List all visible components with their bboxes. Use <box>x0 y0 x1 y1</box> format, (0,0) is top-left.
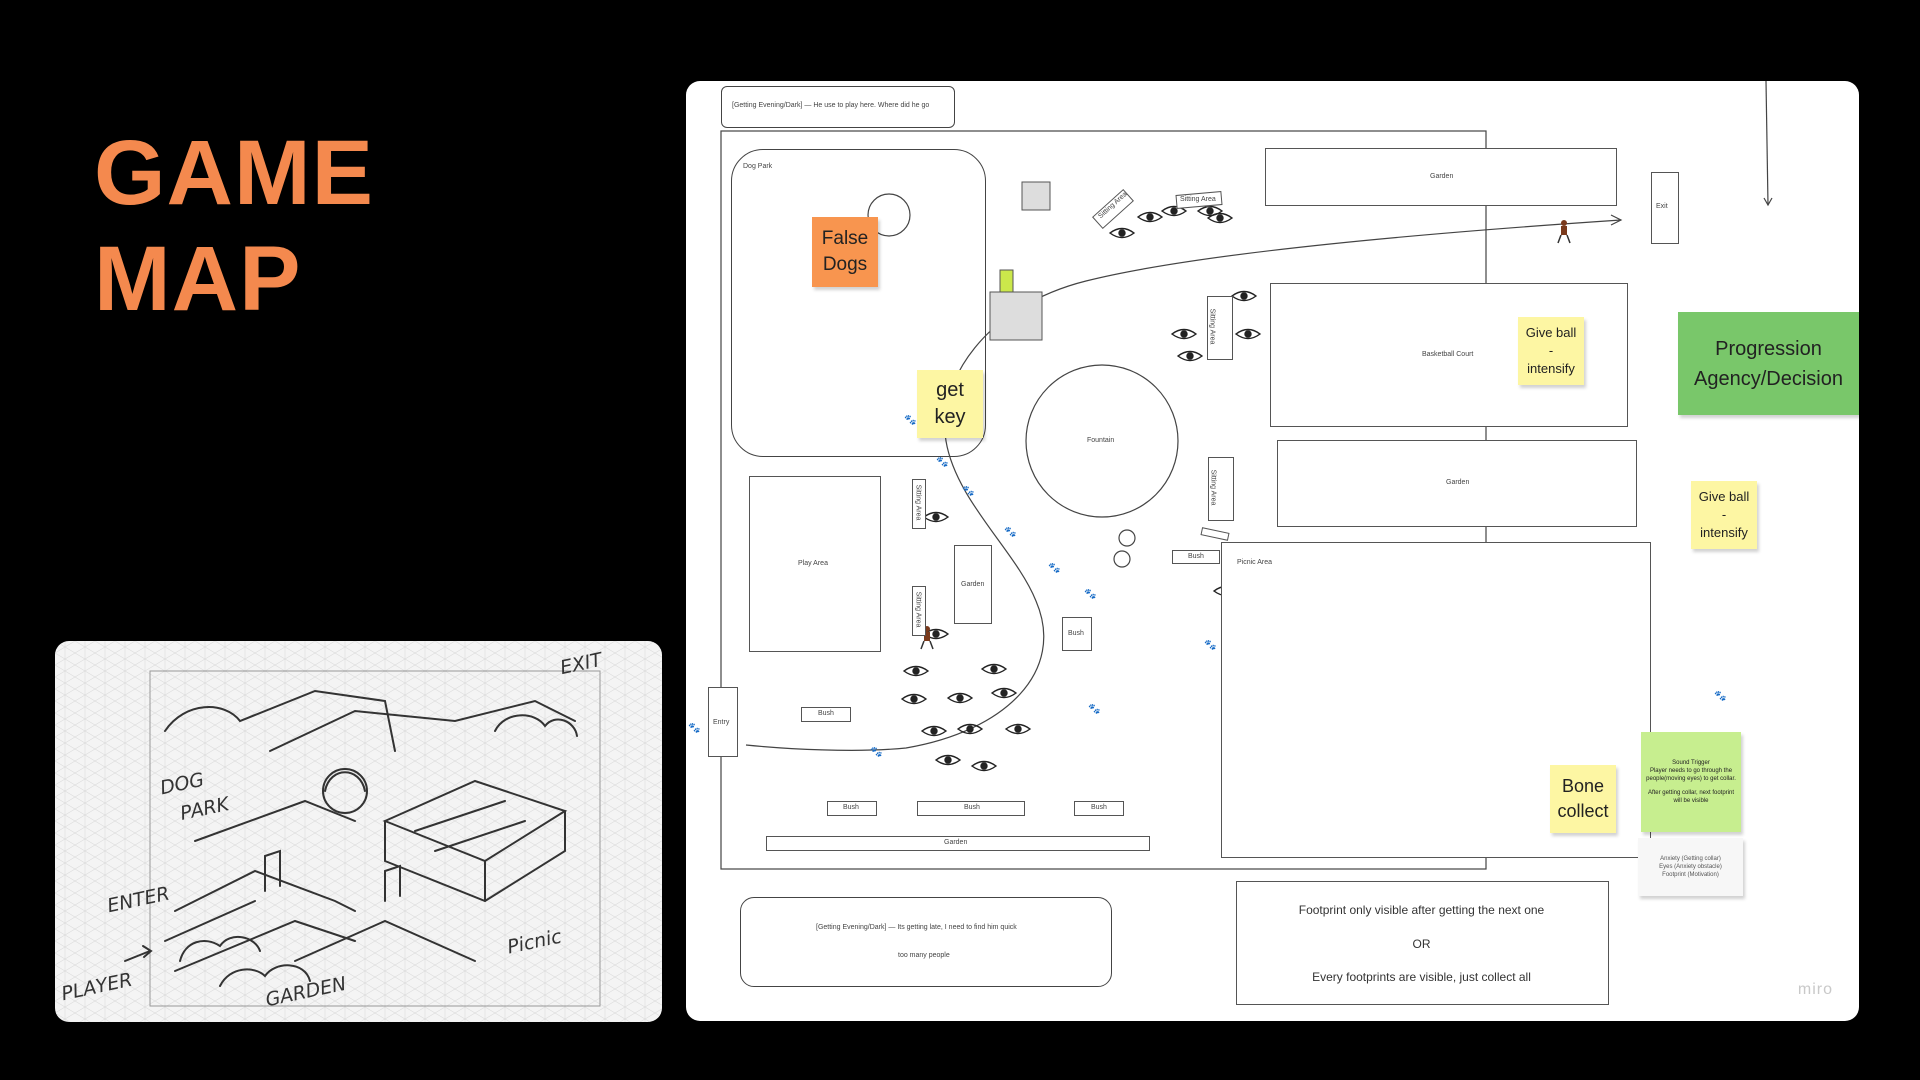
svg-text:🐾: 🐾 <box>1714 690 1726 702</box>
basketball-court-label: Basketball Court <box>1422 351 1474 358</box>
garden-bottom-label: Garden <box>944 839 968 846</box>
play-area-label: Play Area <box>798 560 828 567</box>
bush-4-label: Bush <box>843 804 859 811</box>
bottom-caption: [Getting Evening/Dark] — Its getting lat… <box>816 924 1017 931</box>
footprint-option-2: Every footprints are visible, just colle… <box>1312 970 1531 984</box>
garden-mid-zone <box>1277 440 1637 527</box>
note-give-ball-2[interactable]: Give ball - intensify <box>1691 481 1757 549</box>
note-get-key-line2: key <box>934 406 966 428</box>
note-give-ball-2-line2: - <box>1721 507 1727 522</box>
miro-watermark: miro <box>1797 981 1833 998</box>
sitting-area-5 <box>912 479 926 529</box>
svg-text:🐾: 🐾 <box>1088 703 1100 715</box>
svg-text:🐾: 🐾 <box>688 722 700 734</box>
svg-text:🐾: 🐾 <box>1084 588 1096 600</box>
note-give-ball-1-line1: Give ball <box>1525 325 1577 340</box>
garden-top-label: Garden <box>1430 173 1454 180</box>
bush-6 <box>1074 801 1124 816</box>
svg-text:🐾: 🐾 <box>1048 562 1060 574</box>
bush-5 <box>917 801 1025 816</box>
svg-text:🐾: 🐾 <box>870 746 882 758</box>
garden-small-zone <box>954 545 992 624</box>
sitting-area-3-label: Sitting Area <box>1208 308 1216 345</box>
svg-text:🐾: 🐾 <box>936 456 948 468</box>
note-bone-collect-line2: collect <box>1557 801 1609 821</box>
bottom-caption-2: too many people <box>898 952 950 959</box>
sitting-area-6 <box>912 586 926 636</box>
note-give-ball-2-line1: Give ball <box>1698 489 1750 504</box>
top-caption-box <box>721 86 955 128</box>
svg-text:🐾: 🐾 <box>1204 639 1216 651</box>
bush-4 <box>827 801 877 816</box>
bush-3-label: Bush <box>818 710 834 717</box>
footprint-option-or: OR <box>1412 937 1431 951</box>
note-legend-line3: Footprint (Motivation) <box>1662 872 1719 878</box>
garden-top-zone <box>1265 148 1617 206</box>
entry-zone <box>708 687 738 757</box>
svg-text:🐾: 🐾 <box>962 485 974 497</box>
garden-mid-label: Garden <box>1446 479 1470 486</box>
sitting-area-6-label: Sitting Area <box>914 591 922 628</box>
note-bone-collect-line1: Bone <box>1561 776 1605 796</box>
note-bone-collect[interactable]: Bone collect <box>1550 765 1616 833</box>
dog-park-zone <box>731 149 986 457</box>
bush-2 <box>1062 617 1092 651</box>
bush-1 <box>1172 550 1220 564</box>
bush-2-label: Bush <box>1068 630 1084 637</box>
picnic-area-zone <box>1221 542 1651 858</box>
note-progression-line2: Agency/Decision <box>1694 367 1843 390</box>
note-false-dogs[interactable]: False Dogs <box>812 217 878 287</box>
isometric-sketch-card: DOG PARK EXIT ENTER PLAYER GARDEN Picnic <box>55 641 662 1022</box>
note-give-ball-2-line3: intensify <box>1700 525 1748 540</box>
garden-small-label: Garden <box>961 581 985 588</box>
note-sound-trigger[interactable]: Sound Trigger Player needs to go through… <box>1641 732 1741 832</box>
note-give-ball-1-line3: intensify <box>1527 361 1575 376</box>
sitting-area-5-label: Sitting Area <box>914 484 922 521</box>
bush-6-label: Bush <box>1091 804 1107 811</box>
note-get-key-line1: get <box>936 379 964 401</box>
bush-5-label: Bush <box>964 804 980 811</box>
slide-title: GAME MAP <box>94 120 374 332</box>
sitting-area-4-label: Sitting Area <box>1209 469 1217 506</box>
bush-1-label: Bush <box>1188 553 1204 560</box>
note-legend-line2: Eyes (Anxiety obstacle) <box>1659 864 1722 870</box>
note-legend-line1: Anxiety (Getting collar) <box>1660 856 1721 862</box>
footprint-options-box <box>1236 881 1609 1005</box>
note-progression[interactable]: Progression Agency/Decision <box>1678 312 1859 415</box>
play-area-zone <box>749 476 881 652</box>
garden-bottom-zone <box>766 836 1150 851</box>
title-line-1: GAME <box>94 122 374 224</box>
footprint-option-1: Footprint only visible after getting the… <box>1298 903 1545 917</box>
isometric-sketch <box>55 641 662 1022</box>
sitting-area-4 <box>1208 457 1234 521</box>
fountain-label: Fountain <box>1087 437 1115 444</box>
sitting-area-2-label: Sitting Area <box>1180 196 1216 203</box>
note-get-key[interactable]: get key <box>917 370 983 438</box>
note-sound-trigger-line2: Player needs to go through the people(mo… <box>1646 768 1736 782</box>
note-sound-trigger-line3: After getting collar, next footprint wil… <box>1647 790 1735 804</box>
dog-park-label: Dog Park <box>743 163 773 170</box>
exit-zone <box>1651 172 1679 244</box>
entry-label: Entry <box>713 719 730 726</box>
svg-text:🐾: 🐾 <box>1004 526 1016 538</box>
note-give-ball-1[interactable]: Give ball - intensify <box>1518 317 1584 385</box>
svg-text:🐾: 🐾 <box>904 414 916 426</box>
note-false-dogs-line2: Dogs <box>822 254 868 275</box>
sitting-area-3 <box>1207 296 1233 360</box>
note-progression-line1: Progression <box>1715 337 1822 360</box>
top-caption: [Getting Evening/Dark] — He use to play … <box>732 102 930 109</box>
bottom-caption-box <box>740 897 1112 987</box>
title-line-2: MAP <box>94 228 302 330</box>
note-sound-trigger-line1: Sound Trigger <box>1672 760 1710 766</box>
picnic-area-label: Picnic Area <box>1237 559 1273 566</box>
note-give-ball-1-line2: - <box>1548 343 1554 358</box>
exit-label: Exit <box>1656 203 1668 210</box>
note-false-dogs-line1: False <box>821 228 869 249</box>
bush-3 <box>801 707 851 722</box>
miro-board[interactable]: 🐾 🐾 🐾 🐾 🐾 🐾 🐾 🐾 🐾 🐾 🐾 <box>686 81 1859 1021</box>
note-legend[interactable]: Anxiety (Getting collar) Eyes (Anxiety o… <box>1638 838 1743 896</box>
